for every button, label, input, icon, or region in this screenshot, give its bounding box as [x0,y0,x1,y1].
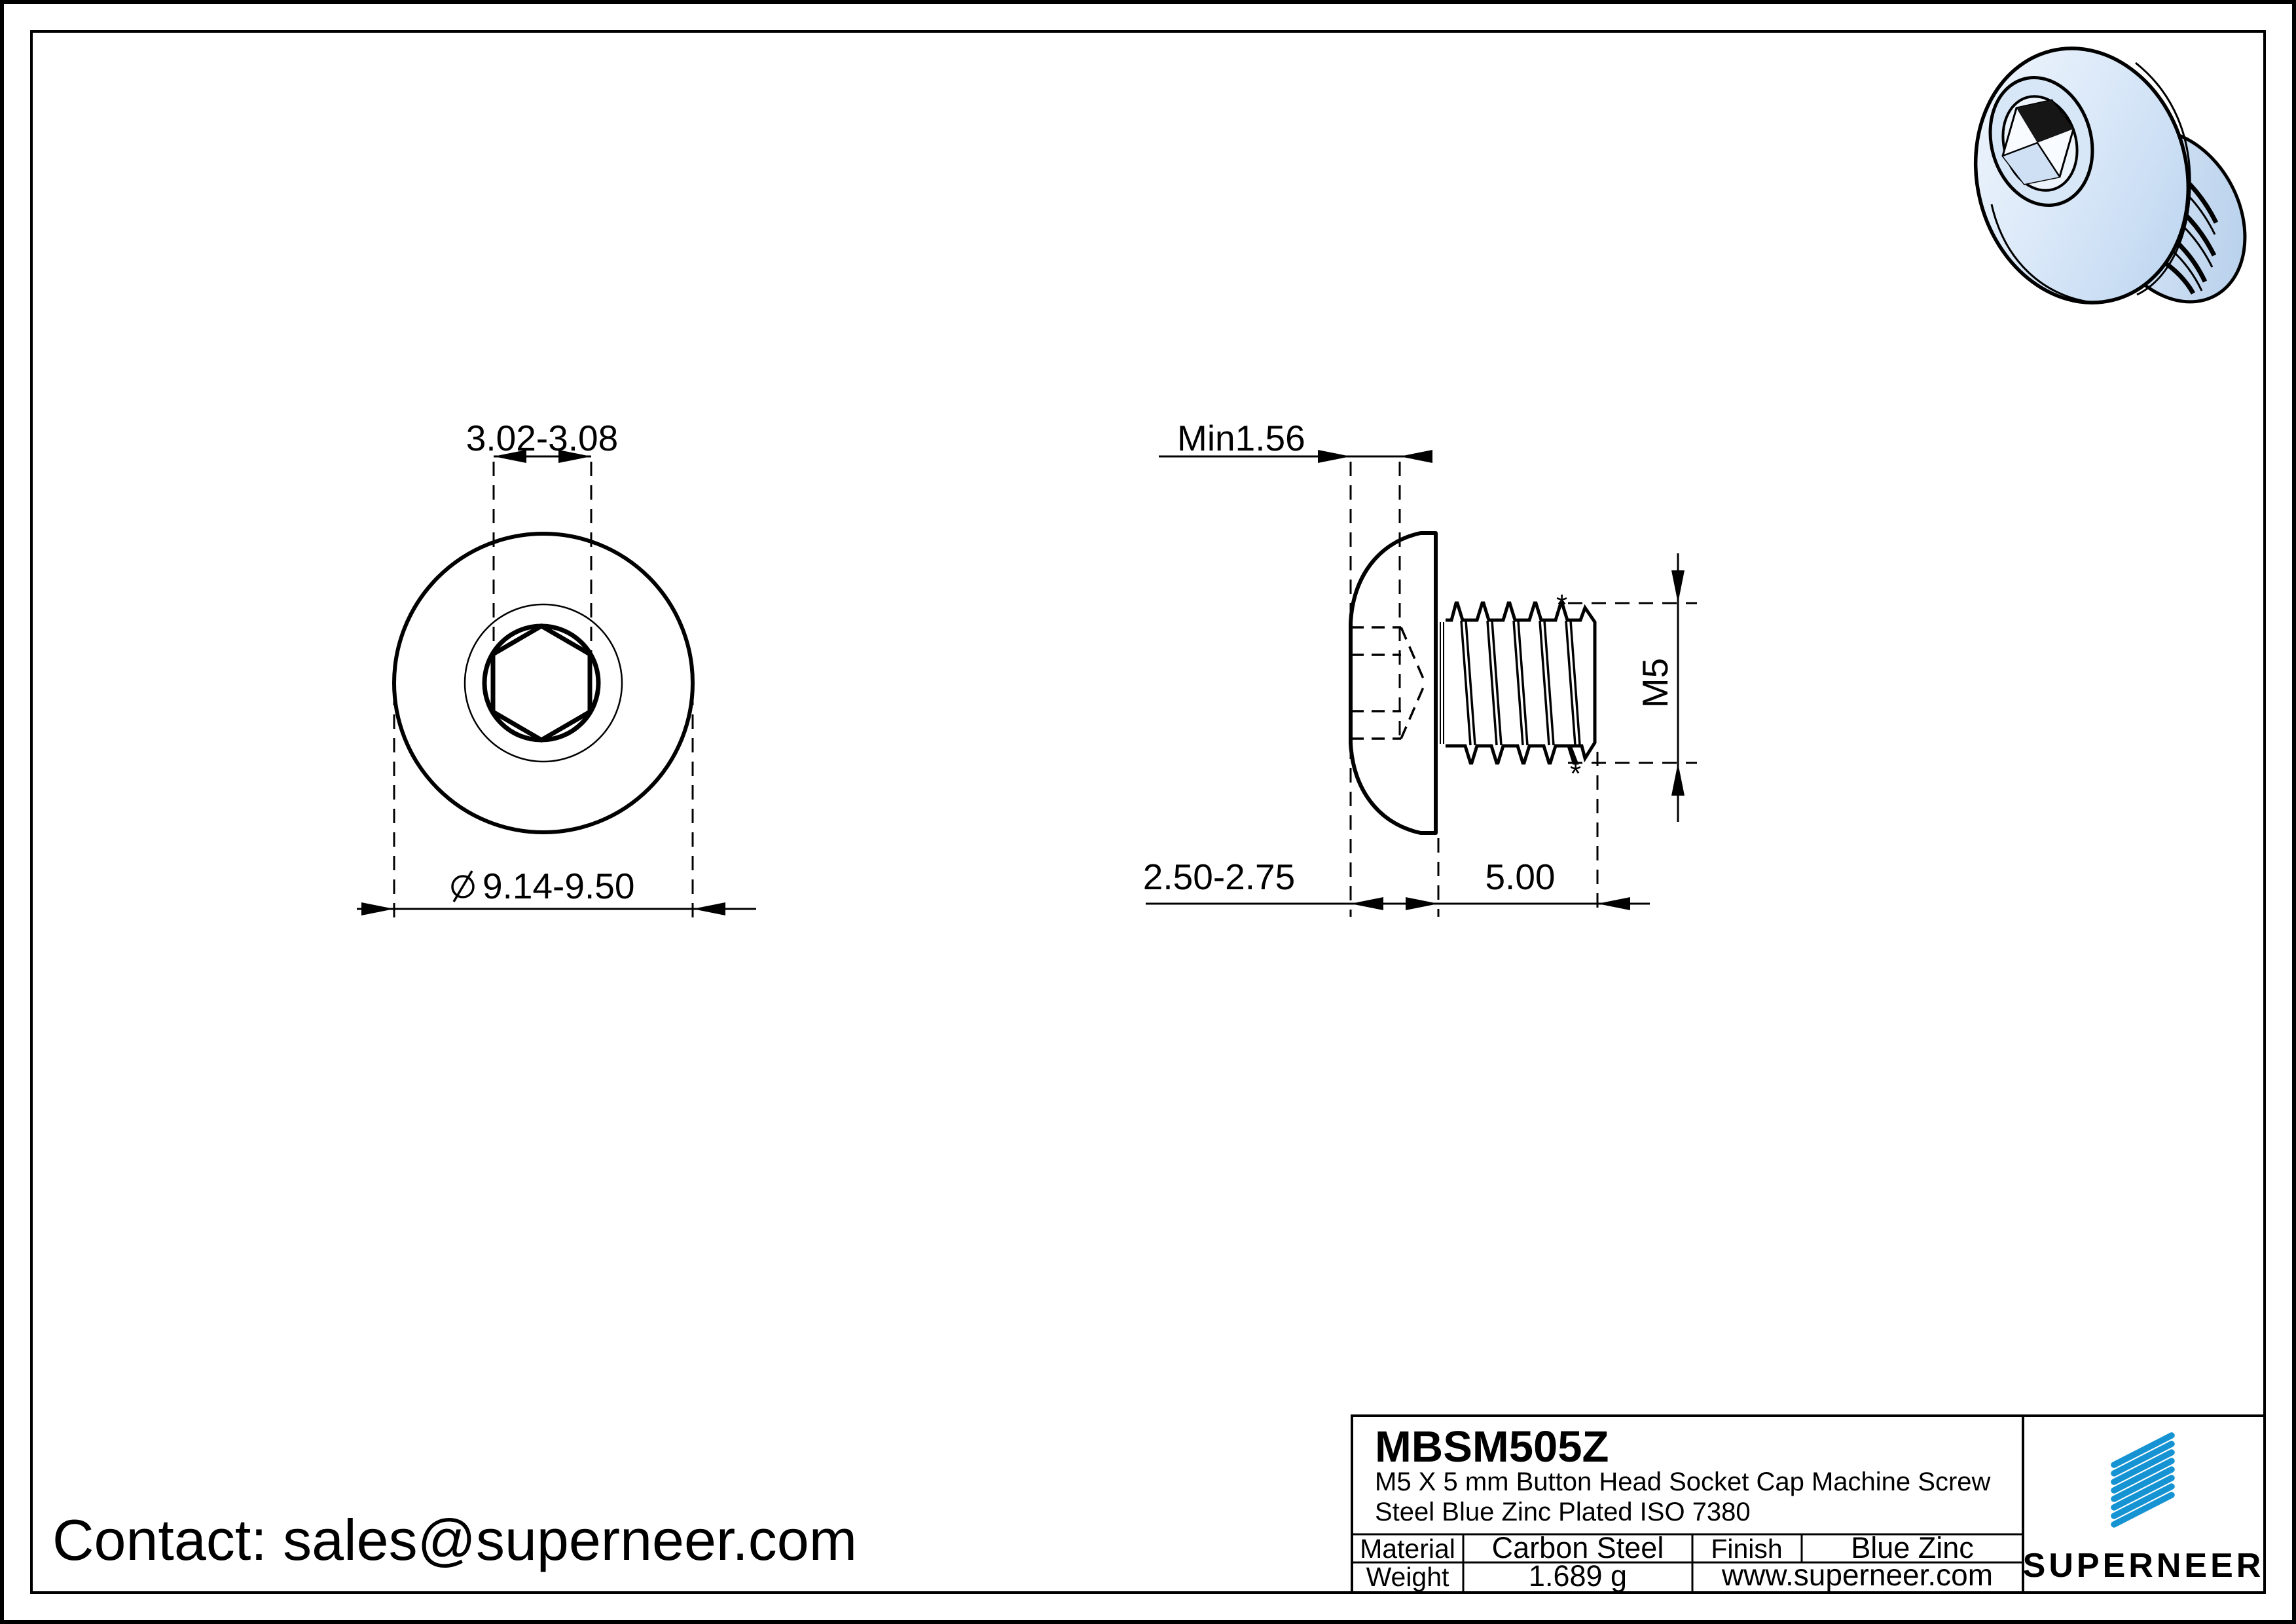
hidden-socket-lines [1351,626,1427,740]
arrowhead [1406,897,1438,910]
arrowhead-left [1318,450,1351,463]
screw-3d-view [1973,46,2247,304]
dim-socket-depth: Min1.56 [1159,418,1432,917]
weight-label: Weight [1366,1562,1449,1592]
socket-bore-circle [482,623,601,743]
head-outer-circle [392,532,695,834]
logo-stripes-icon [2111,1432,2175,1528]
thread-mark: * [1570,758,1581,790]
dim-head-diameter: 9.14-9.50 [357,691,756,927]
arrowhead [1351,897,1383,910]
arrowhead-left [494,450,526,463]
material-value: Carbon Steel [1492,1531,1664,1564]
arrowhead [1597,897,1630,910]
arrowhead-left [361,902,394,915]
dim-head-height-and-length: 2.50-2.75 5.00 [1143,752,1650,917]
head-diameter-text: 9.14-9.50 [483,866,634,906]
contact-text: Contact: sales@superneer.com [52,1507,857,1572]
arrowhead-down [1671,570,1685,603]
side-view: * * Min1.56 2.50-2.75 5.00 [1143,418,1697,917]
thread-mark: * [1556,589,1567,621]
material-label: Material [1360,1534,1455,1564]
description-line1: M5 X 5 mm Button Head Socket Cap Machine… [1375,1467,1991,1496]
dim-socket-width: 3.02-3.08 [466,418,618,707]
front-view: 3.02-3.08 9.14-9.50 [357,418,756,927]
finish-value: Blue Zinc [1851,1531,1974,1564]
website-link: www.superneer.com [1721,1558,1993,1592]
inner-drawing-frame [30,30,2266,1594]
part-number: MBSM505Z [1375,1422,1609,1471]
socket-chamfer-circle [464,603,623,763]
socket-depth-text: Min1.56 [1177,418,1305,458]
finish-label: Finish [1711,1534,1782,1564]
thread-outline [1446,601,1597,765]
head-profile [1349,531,1438,835]
thread-length-text: 5.00 [1485,857,1555,897]
dim-thread-size: M5 [1568,553,1697,822]
title-block: MBSM505Z M5 X 5 mm Button Head Socket Ca… [1351,1414,2266,1594]
arrowhead-right [693,902,725,915]
arrowhead-up [1671,763,1685,796]
diameter-symbol [451,870,475,902]
head-edge-3d [2135,62,2191,296]
hex-hole-3d [2001,99,2075,185]
brand-name: SUPERNEER [2023,1547,2265,1585]
arrowhead-right [1400,450,1432,463]
head-rim-3d [1990,204,2093,304]
weight-value: 1.689 g [1529,1559,1627,1593]
description-line2: Steel Blue Zinc Plated ISO 7380 [1375,1498,1751,1526]
head-height-text: 2.50-2.75 [1143,857,1295,897]
hex-socket [490,623,592,743]
socket-width-text: 3.02-3.08 [466,418,618,458]
arrowhead-right [558,450,591,463]
brand-logo: SUPERNEER [2023,1432,2265,1585]
thread-helix-lines [1460,620,1581,746]
thread-size-text: M5 [1635,658,1675,708]
